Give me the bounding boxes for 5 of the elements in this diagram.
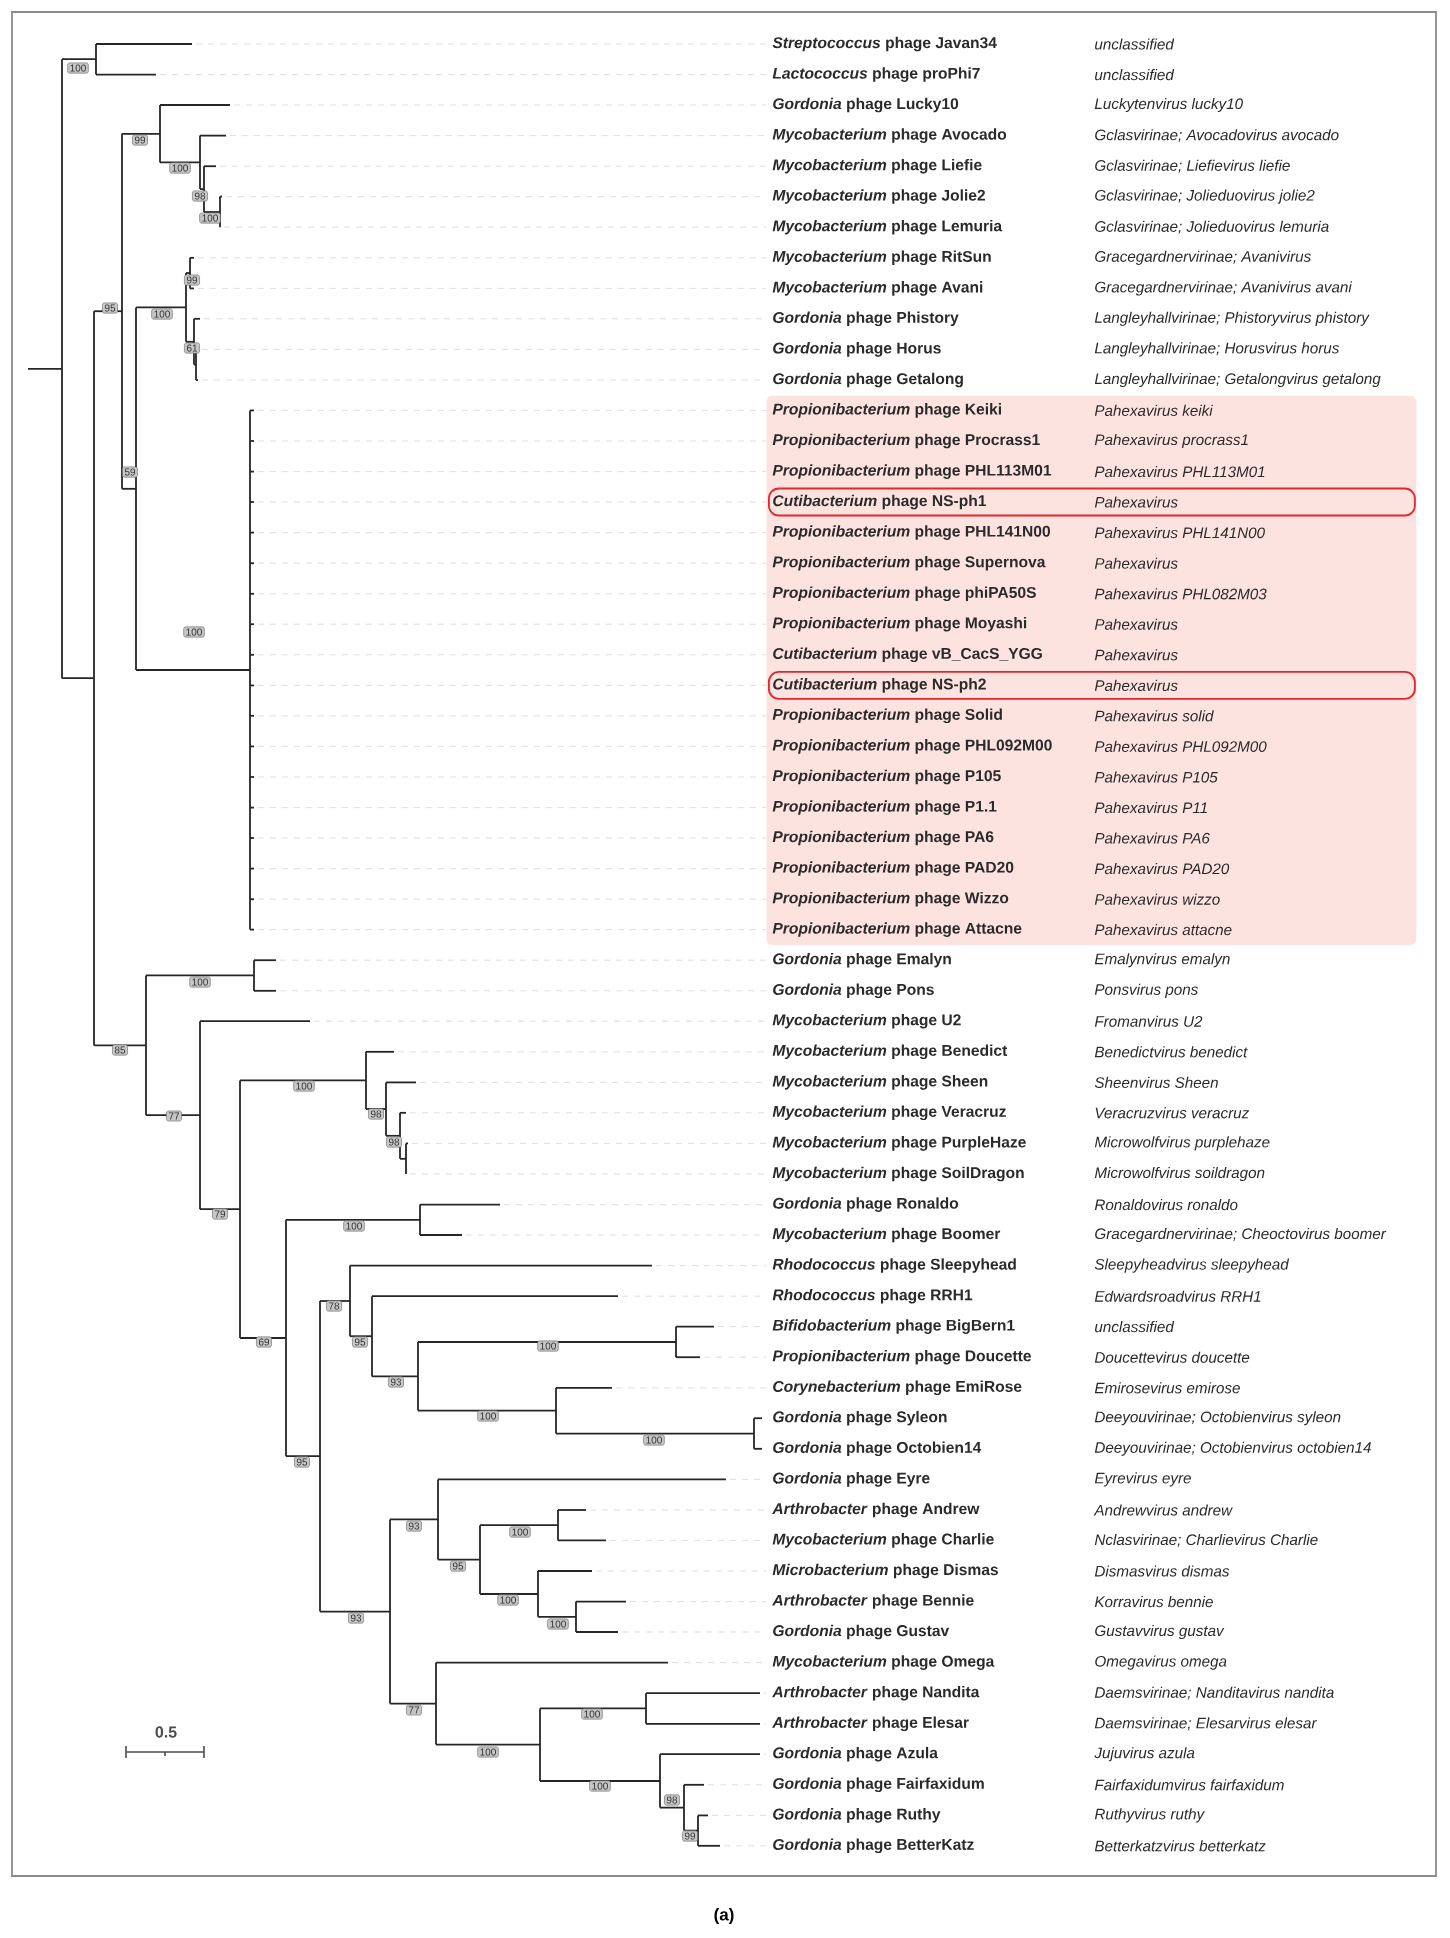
scale-label: 0.5 <box>155 1726 177 1738</box>
highlight-outline <box>768 487 1416 517</box>
caption: (a) <box>714 1908 734 1924</box>
highlight-band <box>766 395 1417 945</box>
highlight-outline <box>768 671 1416 700</box>
